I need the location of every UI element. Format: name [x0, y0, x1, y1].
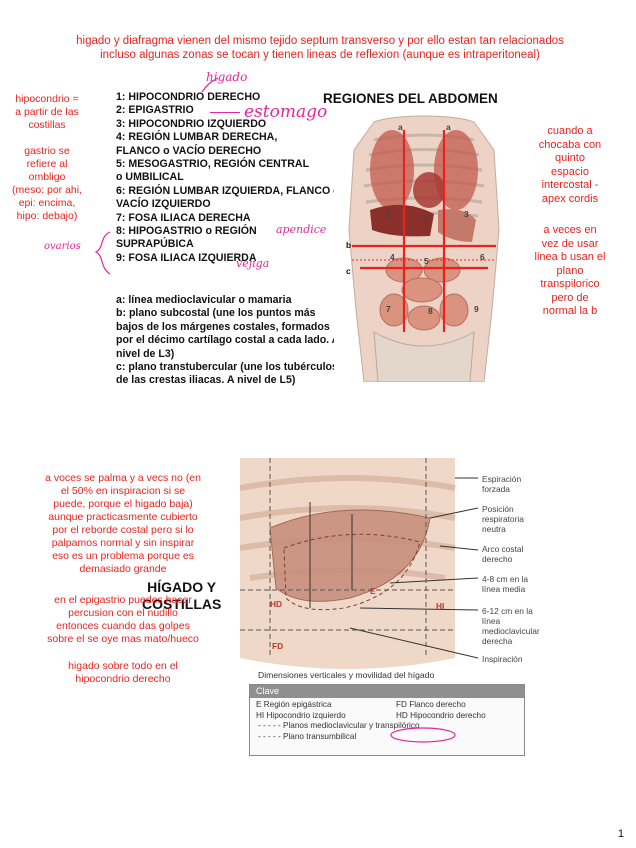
liver-caption: Dimensiones verticales y movilidad del h…: [258, 670, 434, 680]
handwritten-vejiga: vejiga: [236, 257, 269, 270]
handwritten-circle: [388, 725, 458, 745]
brace-ovarios: [88, 228, 118, 278]
label-fd: FD: [272, 641, 283, 651]
note-hipocondrio: hipocondrio = a partir de las costillas: [4, 93, 90, 132]
abdomen-regions-figure: [334, 110, 514, 382]
label-a-right: a: [398, 122, 403, 132]
handwritten-ovarios: ovarios: [44, 241, 81, 252]
label-e: E: [370, 586, 376, 596]
region-number-4: 4: [390, 252, 395, 262]
note-percusion: en el epigastrio puedes hacer percusion …: [18, 594, 228, 646]
note-chocaba: cuando a chocaba con quinto espacio inte…: [512, 125, 628, 206]
label-a-left: a: [446, 122, 451, 132]
note-linea-b: a veces en vez de usar linea b usan el p…: [512, 224, 628, 319]
regions-title: REGIONES DEL ABDOMEN: [323, 91, 498, 106]
top-note: higado y diafragma vienen del mismo teji…: [40, 34, 600, 62]
region-number-6: 6: [480, 252, 485, 262]
region-number-9: 9: [474, 304, 479, 314]
handwritten-apendice: apendice: [276, 223, 326, 236]
label-hi: HI: [436, 601, 444, 611]
label-hd: HD: [270, 599, 282, 609]
region-number-1: 1: [386, 209, 391, 219]
handwritten-estomago: estomago: [244, 102, 327, 122]
region-number-2: 2: [424, 214, 429, 224]
label-c: c: [346, 266, 351, 276]
region-number-8: 8: [428, 306, 433, 316]
legend-title: Clave: [250, 685, 524, 698]
handwritten-arrow: [198, 76, 222, 96]
note-gastrio: gastrio se refiere al ombligo (meso: por…: [4, 145, 90, 223]
region-number-7: 7: [386, 304, 391, 314]
region-number-3: 3: [464, 209, 469, 219]
legend-box: Clave E Región epigástrica HI Hipocondri…: [249, 684, 525, 756]
region-number-5: 5: [424, 256, 429, 266]
handwritten-dash: [210, 112, 240, 113]
label-inspiracion: Inspiración: [482, 654, 523, 664]
planes-list: a: línea medioclavicular o mamaria b: pl…: [116, 294, 371, 388]
note-hipocondrio-derecho: higado sobre todo en el hipocondrio dere…: [18, 660, 228, 686]
label-b: b: [346, 240, 351, 250]
page-number: 1: [618, 828, 624, 840]
note-palpacion: a voces se palma y a vecs no (en el 50% …: [18, 472, 228, 576]
